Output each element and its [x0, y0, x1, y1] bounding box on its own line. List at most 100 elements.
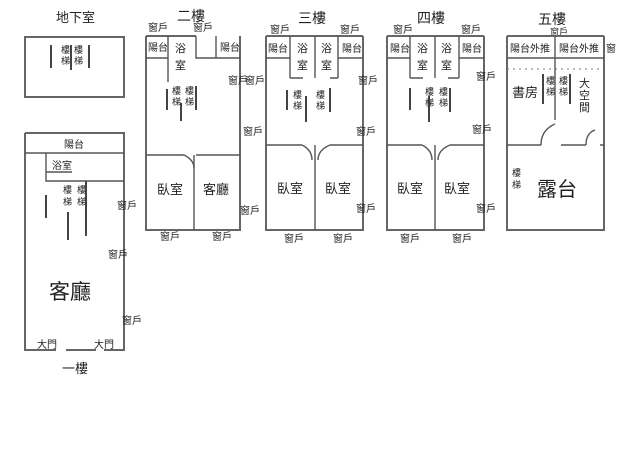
stair-label: 樓	[172, 85, 181, 97]
room-balcony: 陽台	[220, 41, 240, 54]
window-label: 窗戶	[270, 23, 290, 36]
window-label: 窗戶	[356, 125, 376, 138]
room-big-space-2: 空	[579, 88, 590, 102]
fourth-floor-plan: 四樓 陽台 陽台 浴 室 浴 室 樓 梯 樓 梯 臥室 臥室 窗戶 窗戶 窗戶 …	[386, 11, 496, 245]
stair-label: 梯	[425, 97, 434, 109]
room-bathroom-bottom: 室	[297, 58, 308, 72]
room-balcony: 陽台	[462, 42, 482, 55]
room-bathroom-top: 浴	[321, 42, 332, 55]
stairs-fifth-floor	[542, 74, 571, 104]
stair-label: 梯	[77, 196, 86, 208]
stair-label: 梯	[512, 179, 521, 191]
room-balcony: 陽台	[148, 41, 168, 54]
room-bedroom: 臥室	[397, 181, 423, 197]
window-label: 窗戶	[461, 23, 481, 36]
stair-label: 樓	[439, 86, 448, 98]
basement-plan: 地下室 樓 梯 樓 梯	[24, 10, 125, 98]
stair-label: 樓	[559, 75, 568, 87]
window-label: 窗戶	[472, 123, 492, 136]
stair-label: 梯	[185, 96, 194, 108]
stair-label: 樓	[293, 89, 302, 101]
stair-label: 樓	[512, 167, 521, 179]
stair-label: 樓	[77, 184, 86, 196]
window-label: 窗戶	[452, 232, 472, 245]
room-bathroom-top: 浴	[297, 42, 308, 55]
basement-outline	[24, 36, 125, 98]
stair-label: 樓	[61, 44, 70, 56]
stair-label: 樓	[63, 184, 72, 196]
room-bathroom: 浴室	[52, 159, 72, 172]
floor-title-basement: 地下室	[56, 10, 95, 26]
door-swing	[540, 123, 596, 146]
room-balcony: 陽台	[64, 138, 84, 151]
stairs-third-floor	[286, 88, 331, 122]
window-label: 窗戶	[340, 23, 360, 36]
stairs-fourth-floor	[409, 88, 451, 122]
window-label: 窗戶	[108, 248, 128, 261]
room-balcony-push-out: 陽台外推	[559, 42, 599, 55]
wall	[387, 36, 484, 230]
window-label: 窗戶	[228, 74, 248, 87]
window-label: 窗戶	[393, 23, 413, 36]
window-label: 窗戶	[476, 202, 496, 215]
stair-label: 梯	[546, 86, 555, 98]
main-door-label: 大門	[94, 338, 114, 351]
stair-label: 樓	[316, 89, 325, 101]
stair-label: 梯	[63, 196, 72, 208]
room-bedroom: 臥室	[325, 181, 351, 197]
window-label: 窗戶	[148, 21, 168, 34]
stair-label: 梯	[74, 55, 83, 67]
window-label: 窗戶	[400, 232, 420, 245]
room-big-space-3: 間	[579, 101, 590, 114]
floor-title-f3: 三樓	[298, 11, 326, 27]
floor-title-f2: 二樓	[177, 9, 205, 25]
room-bathroom-bottom: 室	[441, 58, 452, 72]
first-floor-plan: 陽台 浴室 樓 梯 樓 梯 客廳 窗戶 窗戶 窗戶 大門 大門 一樓	[24, 132, 142, 377]
stair-label: 梯	[559, 86, 568, 98]
stair-label: 梯	[61, 55, 70, 67]
stairs-second-floor	[166, 86, 197, 121]
window-label: 窗戶	[212, 230, 232, 243]
stair-label: 樓	[74, 44, 83, 56]
room-balcony: 陽台	[390, 42, 410, 55]
window-label: 窗戶	[122, 314, 142, 327]
room-balcony: 陽台	[268, 42, 288, 55]
third-floor-plan: 三樓 陽台 陽台 浴 室 浴 室 樓 梯 樓 梯 臥室 臥室 窗戶 窗戶 窗戶 …	[245, 11, 378, 245]
room-bedroom: 臥室	[277, 181, 303, 197]
room-bedroom: 臥室	[444, 181, 470, 197]
floor-title-f4: 四樓	[417, 11, 445, 27]
window-label: 窗戶	[193, 21, 213, 34]
stair-label: 梯	[172, 96, 181, 108]
room-balcony: 陽台	[342, 42, 362, 55]
room-bedroom: 臥室	[157, 182, 183, 198]
window-label: 窗	[606, 42, 616, 55]
room-balcony-push-out: 陽台外推	[510, 42, 550, 55]
stair-label: 樓	[425, 86, 434, 98]
window-label: 窗戶	[356, 202, 376, 215]
stair-label: 梯	[439, 97, 448, 109]
second-floor-plan: 二樓 陽台 陽台 浴 室 樓 梯 樓 梯 臥室 客廳 窗戶 窗戶 窗戶 窗戶 窗…	[145, 9, 263, 243]
room-bathroom-top: 浴	[441, 42, 452, 55]
wall	[45, 153, 124, 182]
stairs-first-floor	[45, 181, 87, 240]
door-swing	[421, 144, 451, 161]
room-bathroom-bottom: 室	[417, 58, 428, 72]
door-swing	[301, 144, 331, 161]
stair-label: 樓	[546, 75, 555, 87]
main-door-label: 大門	[37, 338, 57, 351]
room-bathroom-bottom: 室	[321, 58, 332, 72]
window-label: 窗戶	[245, 74, 265, 87]
wall	[266, 36, 363, 230]
first-floor-outline	[24, 132, 125, 351]
room-bathroom-top: 浴	[417, 42, 428, 55]
room-living-room: 客廳	[203, 182, 229, 198]
second-floor-outline	[145, 35, 241, 231]
window-label: 窗戶	[284, 232, 304, 245]
window-label: 窗戶	[476, 70, 496, 83]
wall	[507, 36, 604, 146]
window-label: 窗戶	[117, 199, 137, 212]
window-label: 窗戶	[240, 204, 260, 217]
room-terrace: 露台	[537, 177, 577, 201]
window-label: 窗戶	[243, 125, 263, 138]
